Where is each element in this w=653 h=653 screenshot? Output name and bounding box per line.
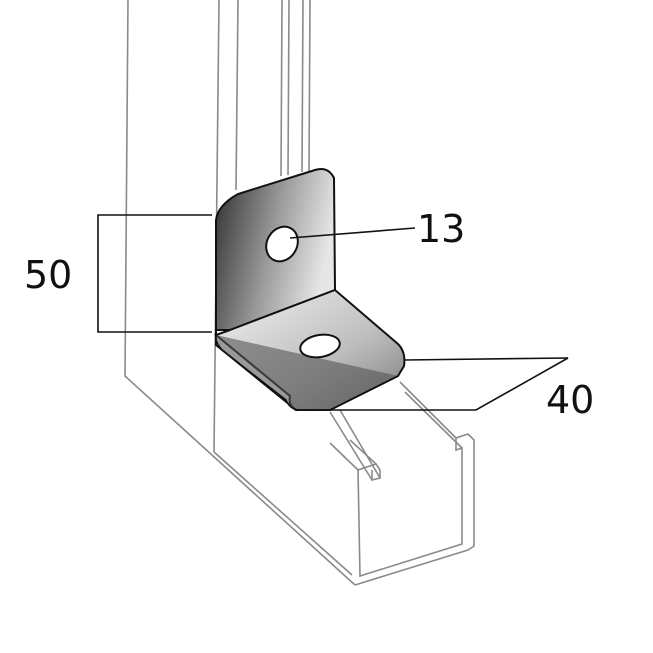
vertical-leg-label: 50 — [24, 253, 72, 297]
dimension-lines — [97, 214, 569, 411]
angle-bracket — [214, 168, 406, 411]
horizontal-hole — [299, 333, 341, 359]
hole-diameter-label: 13 — [417, 207, 465, 251]
strut-channel — [124, 0, 475, 586]
horizontal-leg-label: 40 — [546, 378, 594, 422]
vertical-hole — [265, 225, 299, 263]
